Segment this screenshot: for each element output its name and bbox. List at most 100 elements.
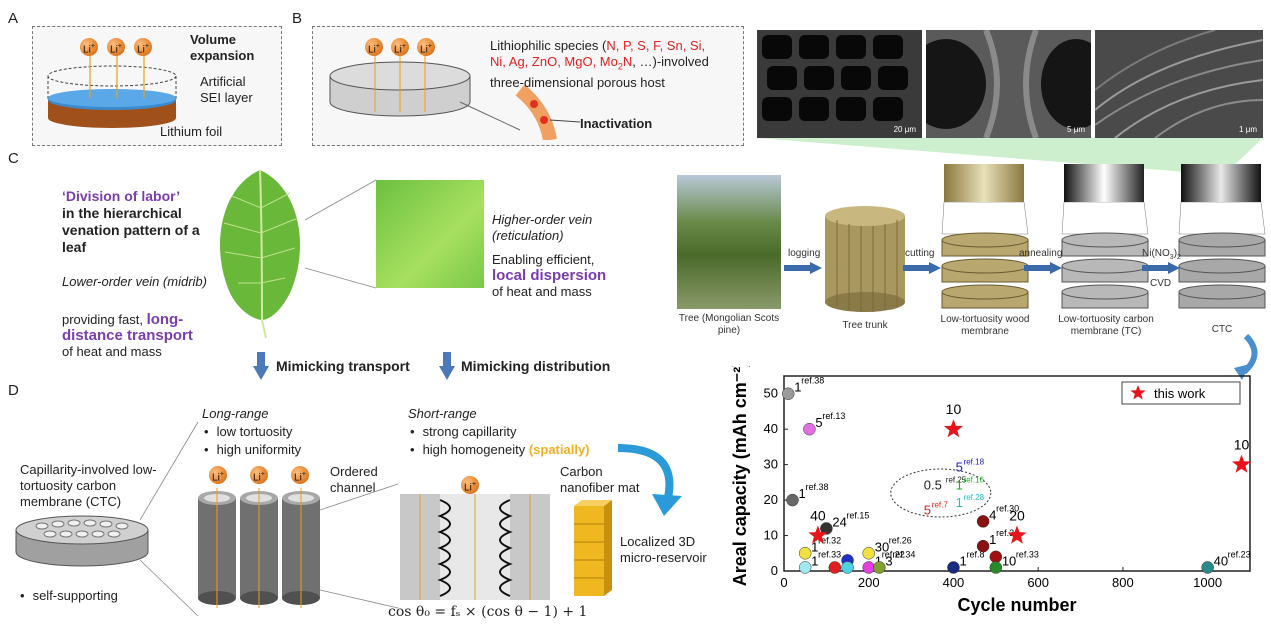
lithiophilic-text: Lithiophilic species (N, P, S, F, Sn, Si… <box>490 38 709 90</box>
this-work-label: 10 <box>1234 437 1250 453</box>
reference-point <box>873 561 886 574</box>
inactivation-label: Inactivation <box>580 116 653 131</box>
reference-point <box>976 515 990 528</box>
scale-bar-2: 5 μm <box>1067 125 1085 134</box>
logging-label: logging <box>788 248 821 259</box>
long-distance-text: providing fast, long-distance transport … <box>62 311 193 360</box>
annealing-label: annealing <box>1019 248 1063 259</box>
strong-capillarity-item: strong capillarity <box>410 424 517 440</box>
panel-label-c: C <box>8 150 19 167</box>
ctc-membrane-icon <box>15 515 149 567</box>
group-label: 1 <box>956 495 963 510</box>
reference-ref: ref.33 <box>1016 549 1039 559</box>
arrow-cvd <box>1142 262 1180 274</box>
sem-zoom-wedge <box>757 138 1263 172</box>
self-supporting-text: self-supporting <box>20 588 118 604</box>
li-ion-icon: Li+ <box>461 476 479 494</box>
reference-ref: ref.26 <box>889 535 912 545</box>
li-ion-icon: Li+ <box>80 38 98 56</box>
wood-caption: Low-tortuosity wood membrane <box>940 314 1030 337</box>
dashed-group-ellipse <box>890 468 992 518</box>
carbon-texture <box>1064 164 1144 202</box>
scale-bar-1: 20 μm <box>893 125 916 134</box>
this-work-star <box>1007 525 1027 544</box>
reference-ref: ref.34 <box>892 549 915 559</box>
li-ion-icon: Li+ <box>291 466 309 484</box>
x-tick-label: 600 <box>1027 575 1049 590</box>
capillarity-text: Capillarity-involved low-tortuosity carb… <box>20 462 157 509</box>
li-ion-icon: Li+ <box>250 466 268 484</box>
reference-point <box>862 547 875 560</box>
lower-order-vein-text: Lower-order vein (midrib) <box>62 274 207 289</box>
reference-label: 1 <box>811 539 818 554</box>
panel-label-b: B <box>292 10 303 27</box>
group-ref: ref.7 <box>932 500 949 509</box>
legend-box <box>1121 381 1241 405</box>
sem-image-1: 20 μm <box>757 30 922 138</box>
y-tick-label: 20 <box>764 492 778 507</box>
reference-ref: ref.33 <box>818 549 841 559</box>
x-tick-label: 1000 <box>1193 575 1222 590</box>
ctc-caption: CTC <box>1211 324 1233 335</box>
carbon-nanofiber-label: Carbon nanofiber mat <box>560 464 640 495</box>
local-dispersion-text: Enabling efficient, local dispersion of … <box>492 252 607 299</box>
carbon-membrane-stack <box>1061 202 1149 309</box>
li-ion-icon: Li+ <box>107 38 125 56</box>
li-ion-icon: Li+ <box>134 38 152 56</box>
sem-image-3: 1 μm <box>1095 30 1263 138</box>
arrow-cutting <box>903 262 941 274</box>
reference-point <box>820 522 833 535</box>
reference-point <box>989 550 1003 564</box>
trunk-caption: Tree trunk <box>842 320 888 331</box>
long-range-label: Long-range <box>202 406 269 421</box>
tree-trunk-icon <box>825 206 905 312</box>
down-arrow-transport <box>253 352 269 380</box>
ordered-channels-illustration <box>198 488 320 608</box>
x-tick-label: 400 <box>943 575 965 590</box>
scale-bar-3: 1 μm <box>1239 125 1257 134</box>
reference-point <box>947 561 960 574</box>
li-ion-icon: Li+ <box>391 38 409 56</box>
reference-ref: ref.13 <box>822 411 845 421</box>
zoom-lines-d <box>140 421 199 617</box>
group-ref: ref.16 <box>964 475 985 484</box>
cutting-label: cutting <box>905 248 935 259</box>
reference-ref: ref.32 <box>818 535 841 545</box>
ctc-stack <box>1178 202 1266 309</box>
wood-texture <box>944 164 1024 202</box>
reference-label: 1 <box>959 553 966 568</box>
group-label: 1 <box>956 477 963 492</box>
group-ref: ref.28 <box>964 493 985 502</box>
reference-label: 1 <box>794 380 801 395</box>
this-work-star <box>808 525 828 544</box>
reference-ref: ref.30 <box>996 503 1019 513</box>
y-axis-title: Areal capacity (mAh cm⁻²) <box>730 366 750 586</box>
reference-ref: ref.38 <box>805 482 828 492</box>
mimicking-distribution-label: Mimicking distribution <box>461 358 611 374</box>
reference-point <box>989 561 1003 574</box>
ctc-texture <box>1181 164 1261 202</box>
zoom-lines-d2 <box>320 483 399 609</box>
reference-label: 1 <box>989 532 996 547</box>
higher-order-vein-text: Higher-order vein (reticulation) <box>492 212 593 243</box>
reference-label: 1 <box>798 486 805 501</box>
high-uniformity-item: high uniformity <box>204 442 302 458</box>
reference-point <box>798 547 812 560</box>
reference-ref: ref.31 <box>996 528 1019 538</box>
x-axis-title: Cycle number <box>957 595 1076 615</box>
x-tick-label: 800 <box>1112 575 1134 590</box>
li-ion-icon: Li+ <box>365 38 383 56</box>
reference-point <box>803 422 816 436</box>
plot-frame <box>783 375 1251 572</box>
porous-host-illustration <box>329 50 580 140</box>
reference-ref: ref.23 <box>1228 549 1251 559</box>
reference-point <box>976 539 990 553</box>
high-homogeneity-item: high homogeneity (spatially) <box>410 442 590 458</box>
down-arrow-distribution <box>439 352 455 380</box>
ordered-channel-label: Ordered channel <box>330 464 378 495</box>
reference-label: 10 <box>1002 553 1016 568</box>
this-work-label: 20 <box>1009 508 1025 524</box>
this-work-label: 10 <box>946 401 962 417</box>
reference-label: 5 <box>815 415 822 430</box>
